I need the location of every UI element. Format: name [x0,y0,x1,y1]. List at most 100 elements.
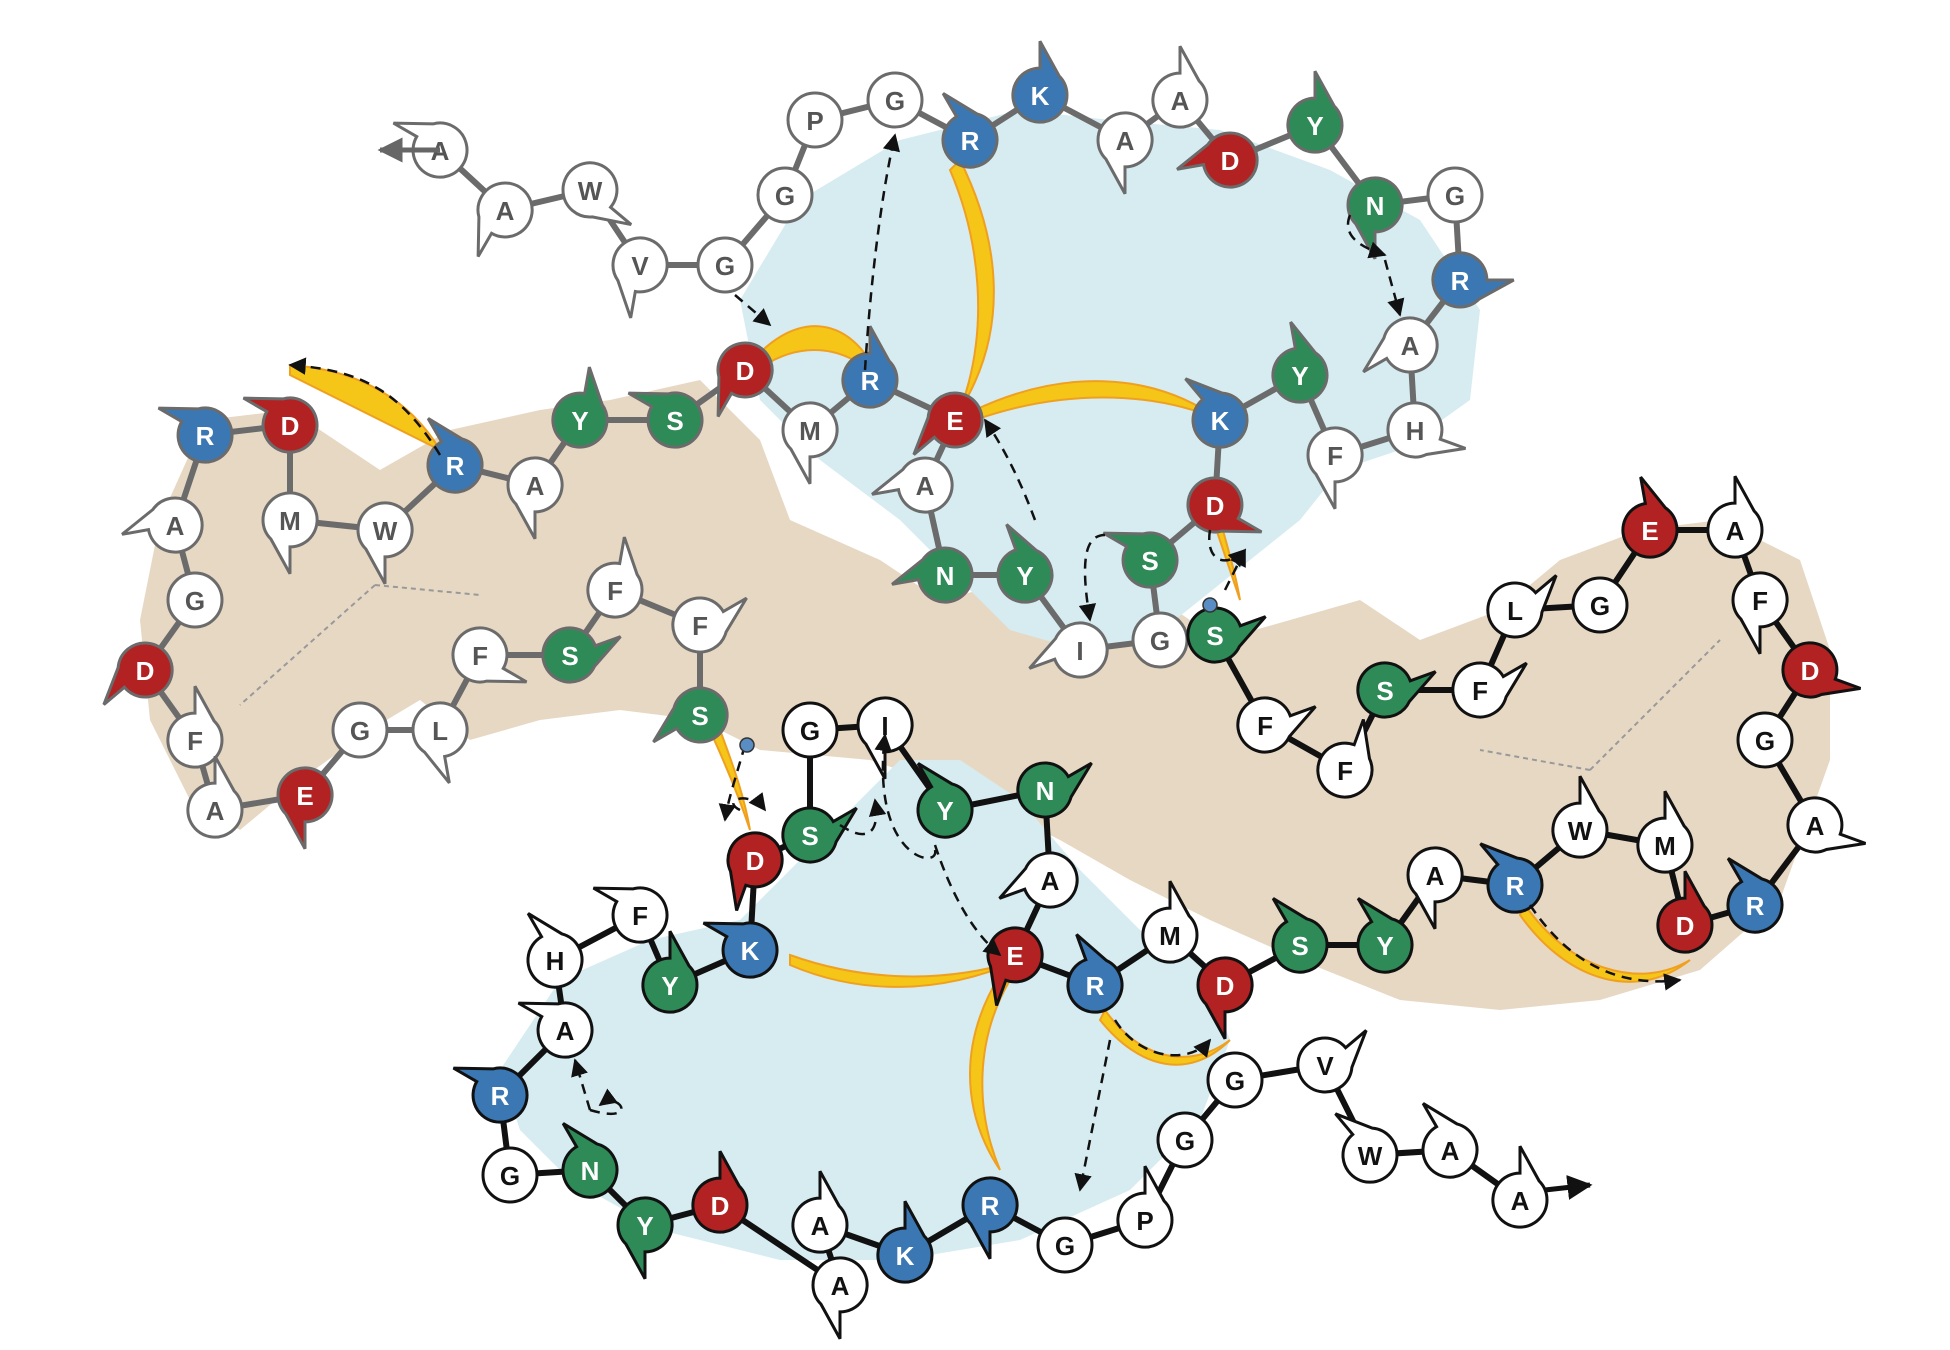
front-chain-residue-shape [1406,846,1464,930]
back-chain-residue-S: S [1102,531,1179,589]
hbond-layer [288,133,1682,1192]
back-chain-residue-label: Y [571,406,588,436]
back-chain-residue-shape [891,546,974,604]
back-chain-residue-F: F [1306,426,1364,510]
front-chain-residue-shape [1621,476,1679,559]
back-chain-residue-Y: Y [551,366,609,449]
back-chain-residue-shape [186,755,244,839]
front-chain-residue-shape [1491,1145,1549,1229]
back-chain-residue-shape [102,641,174,706]
back-chain-residue-label: M [799,416,821,446]
back-chain-residue-W: W [356,501,414,585]
front-chain-residue-label: A [1726,516,1745,546]
front-chain-residue-A: A [1786,796,1867,854]
front-chain-residue-label: Y [636,1211,653,1241]
back-chain-residue-label: N [1366,191,1385,221]
back-chain-residue-shape [411,701,469,784]
back-chain-residue-S: S [652,686,729,744]
back-chain-residue-shape [996,523,1054,604]
back-chain-residue-label: G [350,716,370,746]
back-chain-residue-label: G [715,251,735,281]
back-chain-residue-D: D [716,341,774,418]
back-chain-residue-shape [506,456,564,540]
front-chain-residue-N: N [1016,761,1093,819]
back-chain-residue-label: R [861,366,880,396]
back-chain-residue-shape [1184,377,1249,449]
hbond-arrow [288,357,442,456]
back-chain-residue-Y: Y [1271,321,1329,404]
back-chain-residue-label: F [692,611,708,641]
front-chain-residue-label: F [1337,756,1353,786]
back-chain-residue-shape [451,626,528,684]
front-chain-residue-D: D [1781,641,1862,699]
back-chain-residue-S: S [627,391,704,449]
back-chain-residue-shape [1176,131,1259,189]
front-chain-residue-shape [452,1066,529,1124]
back-chain-residue-shape [716,341,774,418]
back-chain-residue-shape [476,181,534,258]
front-chain-residue-shape [641,930,699,1014]
front-chain-residue-label: R [491,1081,510,1111]
front-chain-residue-label: G [800,716,820,746]
front-chain-residue-M: M [1636,790,1694,874]
front-chain-residue-G: G [1736,711,1794,769]
back-chain-residue-F: F [671,596,748,654]
hbond-arrow [1528,904,1682,991]
crosslink [1479,749,1591,771]
back-chain-residue-F: F [451,626,528,684]
back-chain-residue-shape [261,491,319,575]
c-terminus-arrow-front [1544,1175,1593,1200]
hbond-arrow [1074,1039,1112,1192]
front-chain-residue-label: M [1159,921,1181,951]
back-chain-residue-label: S [1141,546,1158,576]
back-chain-residue-label: V [631,251,649,281]
front-chain-residue-G: G [1036,1216,1094,1274]
front-chain-residue-F: F [1236,696,1317,754]
back-chain-residue-shape [121,496,204,554]
front-chain-residue-shape [1479,842,1544,914]
back-chain-residue-R: R [1431,251,1515,309]
front-chain-residue-label: A [1441,1136,1460,1166]
front-chain-residue-label: P [1136,1206,1153,1236]
back-chain-residue-label: Y [1306,111,1323,141]
hbond-arrow [1383,259,1405,317]
back-chain-residue-label: R [1451,266,1470,296]
front-chain-residue-shape [1421,1102,1479,1179]
back-chain-residue-shape [1346,176,1404,260]
front-chain-residue-label: D [746,846,765,876]
back-chain-residue-A: A [186,755,244,839]
back-chain-residue-label: S [691,701,708,731]
front-chain-residue-S: S [781,806,858,864]
back-chain-residue-W: W [561,161,633,227]
front-chain-residue-shape [561,1122,619,1199]
back-chain-residue-label: F [607,576,623,606]
back-chain-residue-shape [611,236,669,319]
front-chain-residue-D: D [1196,956,1254,1040]
front-chain-residue-label: A [831,1271,850,1301]
front-chain-residue-shape [1316,718,1374,799]
front-chain-residue-R: R [1066,933,1124,1014]
crosslink [1589,639,1721,771]
front-chain-residue-label: N [581,1156,600,1186]
front-chain-residue-E: E [1621,476,1679,559]
front-chain-residue-D: D [1656,870,1714,954]
back-chain-residue-label: L [432,716,448,746]
front-chain-residue-shape [1016,761,1093,819]
back-chain-residue-shape [331,701,389,759]
front-chain-residue-label: A [811,1211,830,1241]
front-chain-residue-label: Y [936,796,953,826]
front-chain-residue-shape [791,1170,849,1254]
back-chain-residue-K: K [1011,40,1069,124]
back-chain-residue-A: A [1096,111,1154,195]
front-chain-residue-H: H [526,912,584,989]
marker-dot [739,737,755,753]
back-chain-residue-shape [1151,45,1209,129]
back-chain-residue-label: G [185,586,205,616]
back-chain-residue-shape [696,236,754,294]
back-chain-residue-label: S [666,406,683,436]
back-chain-residue-K: K [1184,377,1249,449]
front-chain-residue-R: R [1726,857,1784,934]
back-chain-residue-shape [1431,251,1515,309]
front-chain-residue-shape [1296,1029,1368,1094]
back-chain-residue-G: G [696,236,754,294]
